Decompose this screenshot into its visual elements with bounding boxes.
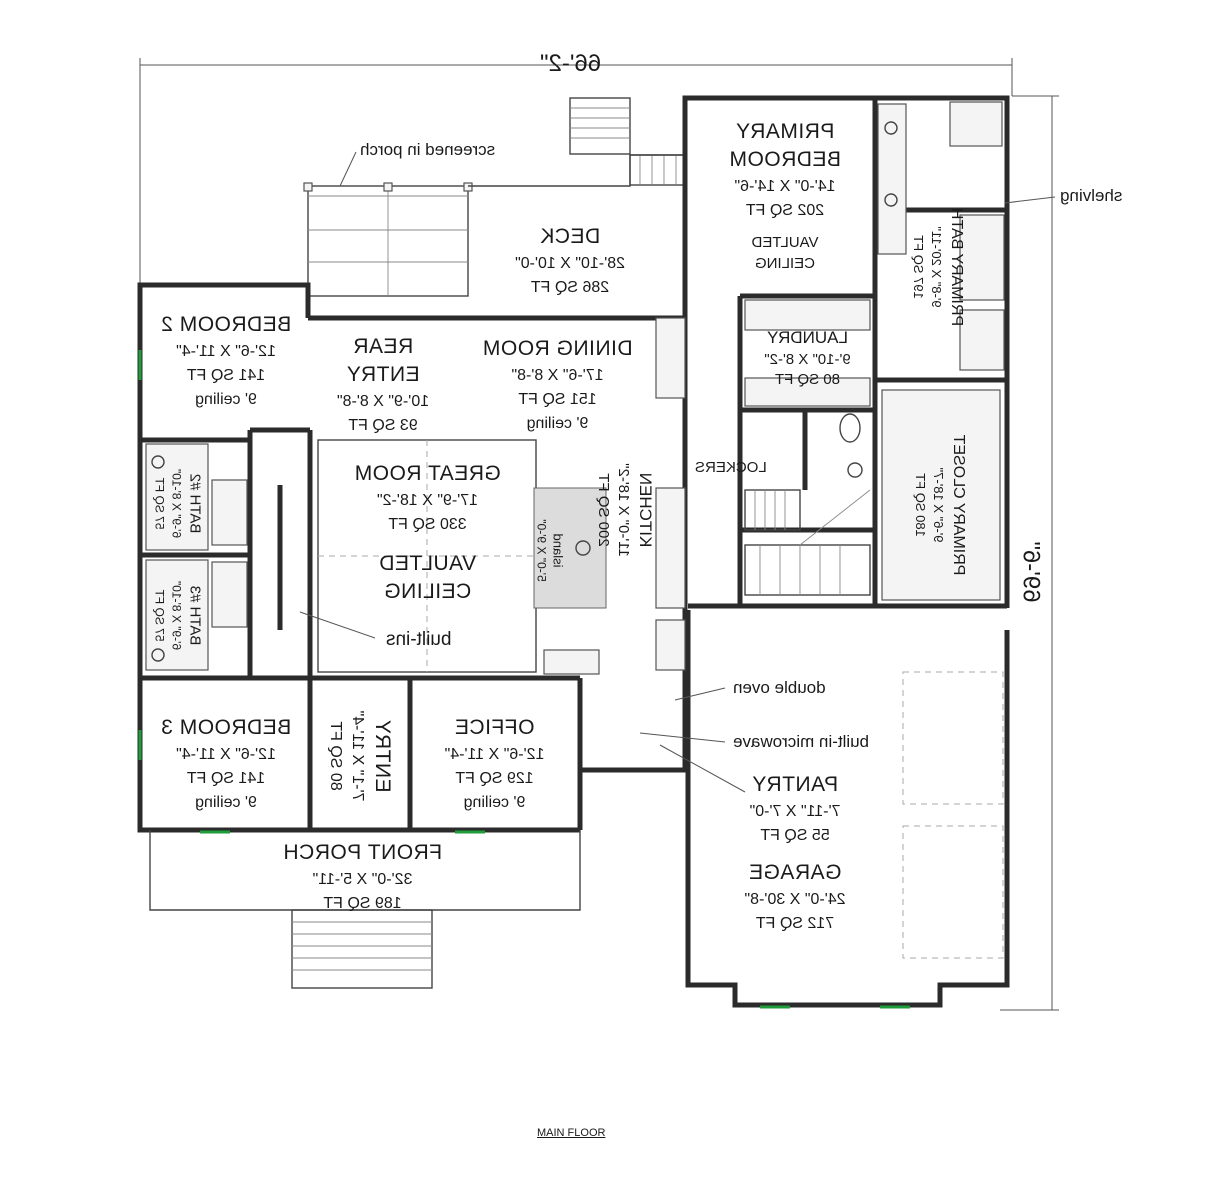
deck-label: DECK 28'-10" X 10'-0" 286 SQ FT [515,225,625,296]
island-label: island 5'-0" X 9'-0" [534,519,566,582]
pantry-label: PANTRY 7'-11" X 7'-0" 55 SQ FT [749,773,841,844]
primary-bath-label: PRIMARY BATH 9'-8" X 20'-11" 197 SQ FT [911,207,965,327]
bath-2-label: BATH #2 6'-9" X 8'-10" 57 SQ FT [152,468,204,539]
screened-porch-callout: screened in porch [360,140,496,159]
overall-dimension-lines [139,58,1059,1011]
laundry-label: LAUNDRY 9'-10" X 8'-2" 80 SQ FT [764,328,851,388]
great-room-label: GREAT ROOM 17'-9" X 18'-2" 330 SQ FT VAU… [354,462,501,603]
double-oven-callout: double oven [733,678,826,697]
dining-room-label: DINING ROOM 17'-6" X 8'-8" 151 SQ FT 9' … [482,337,633,432]
primary-bedroom-label: PRIMARY BEDROOM 14'-0" X 14'-6" 202 SQ F… [729,120,842,272]
garage-stalls [902,671,1004,959]
interior-walls [140,98,1007,830]
lockers-label: LOCKERS [695,459,767,476]
rear-stairs [569,97,686,186]
built-in-microwave-callout: built-in microwave [733,732,870,751]
bath-3-label: BATH #3 6'-9" X 8'-10" 57 SQ FT [152,580,204,651]
front-porch-label: FRONT PORCH 32'-0" X 5'-11" 189 SQ FT [282,841,443,912]
shelving-callout: shelving [1060,186,1123,205]
rear-entry-label: REAR ENTRY 10'-9" X 8'-8" 93 SQ FT [336,335,430,434]
garage-label: GARAGE 24'-0" X 30'-8" 712 SQ FT [744,861,846,932]
entry-label: ENTRY 7'-1" X 11'-4" 80 SQ FT [327,710,394,802]
screened-porch [303,182,473,297]
bath-fixtures [145,443,248,671]
front-porch [149,830,581,989]
bedroom-2-label: BEDROOM 2 12'-6" X 11'-4" 141 SQ FT 9' c… [160,313,292,408]
office-label: OFFICE 12'-6" X 11'-4" 129 SQ FT 9' ceil… [444,716,545,811]
windows [138,350,910,1009]
callout-arrows [299,151,1056,793]
primary-bath-fixtures [877,101,1005,371]
overall-depth-label: 69'-6" [1017,541,1045,603]
built-ins-callout: built-ins [386,629,452,650]
exterior-walls [137,95,1010,1008]
primary-closet-label: PRIMARY CLOSET 9'-6" X 18'-7" 180 SQ FT [913,434,967,576]
main-floor-caption: MAIN FLOOR [537,1127,606,1139]
laundry-and-stairs [744,299,1001,601]
kitchen-label: KITCHEN 11'-0" X 18'-2" 200 SQ FT [595,463,655,557]
bedroom-3-label: BEDROOM 3 12'-6" X 11'-4" 141 SQ FT 9' c… [160,716,292,811]
overall-width-label: 66'-2" [540,50,602,77]
kitchen-fixtures [533,317,686,675]
